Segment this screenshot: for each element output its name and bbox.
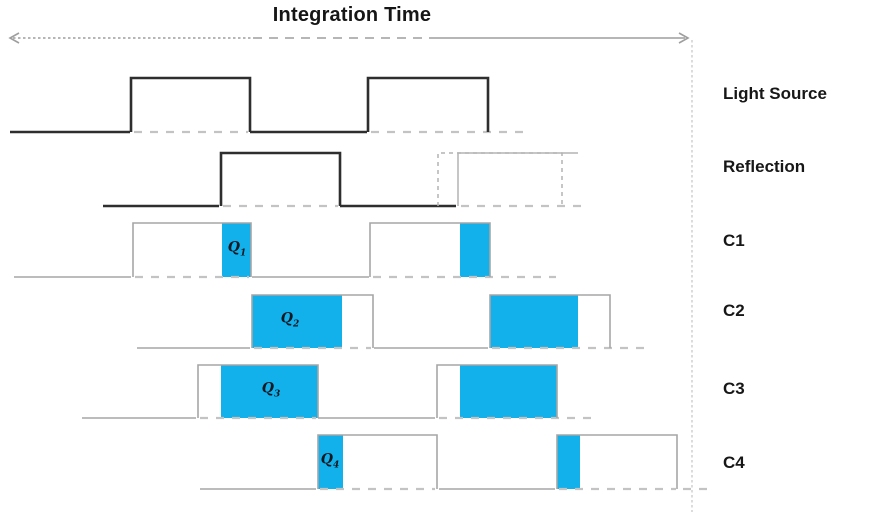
waveform-row-c3 xyxy=(82,364,599,420)
waveform-row-c1 xyxy=(14,222,556,279)
pulse-ghost-solid xyxy=(457,152,578,206)
charge-fill-c3 xyxy=(460,365,557,418)
pulse xyxy=(132,222,252,277)
charge-fill-c1 xyxy=(460,223,490,277)
charge-label-q1: Q1 xyxy=(227,239,247,259)
waveform-row-light-source xyxy=(10,76,524,134)
pulse xyxy=(251,294,374,348)
charge-fill-c3 xyxy=(221,365,318,418)
charge-label-q2: Q2 xyxy=(280,310,300,330)
pulse xyxy=(219,151,342,206)
pulse xyxy=(197,364,319,418)
waveform-row-reflection xyxy=(103,151,589,208)
charge-label-q4: Q4 xyxy=(320,451,340,471)
signal-label-c1: C1 xyxy=(723,231,745,250)
arrowhead-left xyxy=(8,32,20,44)
signal-label-light-source: Light Source xyxy=(723,84,827,103)
pulse xyxy=(556,434,678,489)
waveform-row-c2 xyxy=(137,294,647,350)
charge-fill-c2 xyxy=(490,295,578,348)
signal-label-reflection: Reflection xyxy=(723,157,806,176)
charge-fill-c2 xyxy=(252,295,342,348)
arrowhead-right xyxy=(678,32,690,44)
charge-fill-c1 xyxy=(222,223,251,277)
pulse xyxy=(366,76,490,132)
charge-fill-c4 xyxy=(557,435,580,489)
integration-time-label: Integration Time xyxy=(272,4,432,26)
pulse xyxy=(489,294,611,348)
charge-fill-c4 xyxy=(318,435,343,489)
pulse xyxy=(129,76,252,132)
signal-label-c4: C4 xyxy=(723,453,745,472)
integration-time-arrow xyxy=(8,32,690,44)
pulse xyxy=(317,434,438,489)
charge-label-q3: Q3 xyxy=(261,380,281,400)
pulse xyxy=(369,222,491,277)
waveform-row-c4 xyxy=(200,434,712,491)
signal-label-c3: C3 xyxy=(723,379,745,398)
pulse xyxy=(436,364,558,418)
signal-label-c2: C2 xyxy=(723,301,745,320)
